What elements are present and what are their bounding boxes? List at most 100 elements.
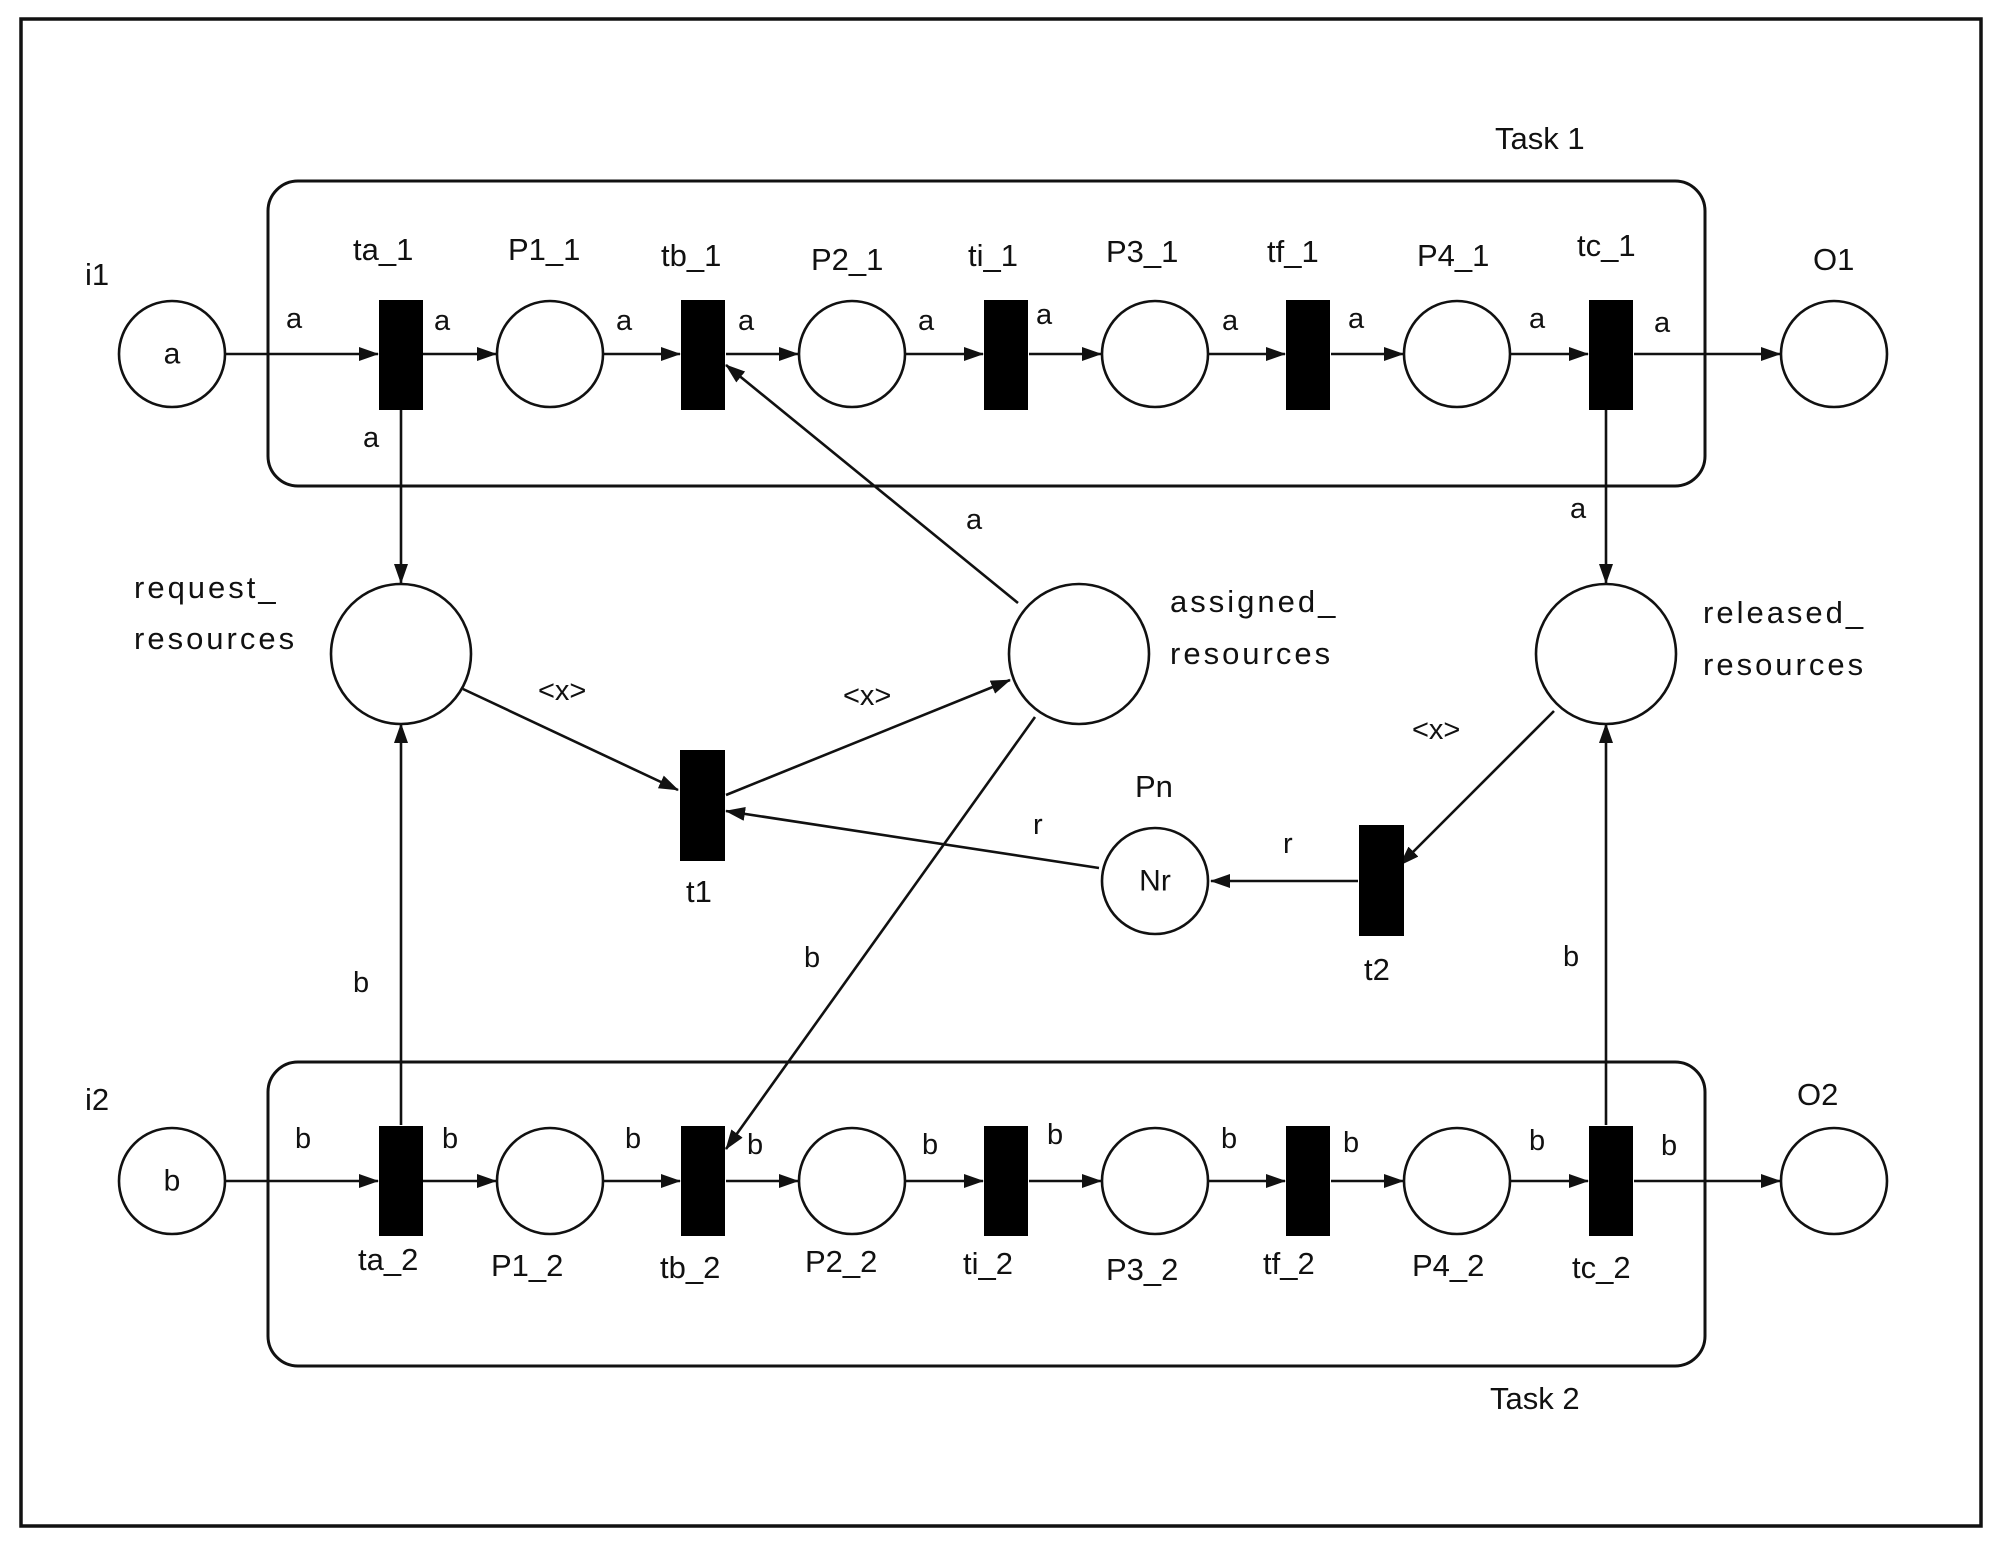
arc-t1-assigned (725, 678, 1011, 797)
arc-request-t1 (462, 687, 679, 792)
task2-box (266, 1060, 1707, 1368)
place-p3-2 (1100, 1126, 1210, 1236)
transitions (379, 300, 1633, 1236)
arclabel-x: <x> (843, 680, 891, 712)
arclabel-a: a (434, 305, 451, 337)
arc-labels: a a a a a a a a a a a a a b b b b b b b … (286, 299, 1677, 1162)
label-t2: t2 (1364, 952, 1390, 987)
place-p1-2 (495, 1126, 605, 1236)
label-tb1: tb_1 (661, 238, 721, 273)
label-tf1: tf_1 (1267, 234, 1319, 269)
label-tf2: tf_2 (1263, 1246, 1315, 1281)
arclabel-b: b (922, 1129, 938, 1161)
arclabel-b: b (1661, 1130, 1677, 1162)
transition-t2 (1359, 825, 1404, 936)
arclabel-a: a (966, 504, 983, 536)
label-o1: O1 (1813, 242, 1854, 277)
token-i1: a (164, 338, 181, 371)
token-i2: b (164, 1165, 181, 1198)
arclabel-a: a (1570, 493, 1587, 525)
arc-assigned-tb2 (724, 716, 1037, 1150)
place-p2-2 (797, 1126, 907, 1236)
label-released-line1: released_ (1703, 595, 1866, 630)
arclabel-b: b (625, 1123, 641, 1155)
arclabel-b: b (295, 1123, 311, 1155)
place-o2 (1779, 1126, 1889, 1236)
arclabel-a: a (1036, 299, 1053, 331)
label-ti1: ti_1 (968, 238, 1018, 273)
label-pn: Pn (1135, 769, 1173, 804)
transition-tb2 (681, 1126, 725, 1236)
place-assigned-resources (1007, 582, 1151, 726)
arclabel-x: <x> (1412, 714, 1460, 746)
arclabel-a: a (616, 305, 633, 337)
transition-labels: ta_1 tb_1 ti_1 tf_1 tc_1 ta_2 tb_2 ti_2 … (353, 228, 1636, 1285)
arc-pn-t1 (725, 806, 1100, 870)
arclabel-b: b (1529, 1125, 1545, 1157)
arclabel-b: b (1221, 1123, 1237, 1155)
places (117, 299, 1889, 1236)
arclabel-a: a (738, 305, 755, 337)
label-request-line1: request_ (134, 570, 279, 605)
arclabel-a: a (286, 303, 303, 335)
transition-tc2 (1589, 1126, 1633, 1236)
label-i2: i2 (85, 1082, 109, 1117)
label-assigned-line2: resources (1170, 636, 1333, 671)
outer-frame (19, 17, 1983, 1528)
task1-box (266, 179, 1707, 488)
arclabel-a: a (1222, 305, 1239, 337)
place-i2 (117, 1126, 227, 1236)
label-request-line2: resources (134, 621, 297, 656)
arclabel-a: a (1529, 303, 1546, 335)
arclabel-b: b (747, 1129, 763, 1161)
label-p1-2: P1_2 (491, 1248, 563, 1283)
place-p1-1 (495, 299, 605, 409)
arclabel-b: b (442, 1123, 458, 1155)
transition-tf2 (1286, 1126, 1330, 1236)
transition-t1 (680, 750, 725, 861)
arc-released-t2 (1399, 710, 1555, 866)
label-p4-2: P4_2 (1412, 1248, 1484, 1283)
label-p1-1: P1_1 (508, 232, 580, 267)
place-released-resources (1534, 582, 1678, 726)
arclabel-b: b (1563, 941, 1579, 973)
arclabel-a: a (363, 422, 380, 454)
arc-assigned-tb1 (725, 363, 1019, 605)
label-p2-2: P2_2 (805, 1244, 877, 1279)
transition-ta1 (379, 300, 423, 410)
place-p4-2 (1402, 1126, 1512, 1236)
label-p4-1: P4_1 (1417, 238, 1489, 273)
arclabel-b: b (353, 967, 369, 999)
label-p2-1: P2_1 (811, 242, 883, 277)
place-o1 (1779, 299, 1889, 409)
label-ta2: ta_2 (358, 1242, 418, 1277)
transition-tf1 (1286, 300, 1330, 410)
arclabel-a: a (1348, 303, 1365, 335)
label-tc1: tc_1 (1577, 228, 1636, 263)
place-p4-1 (1402, 299, 1512, 409)
label-released-line2: resources (1703, 647, 1866, 682)
label-t1: t1 (686, 874, 712, 909)
label-tb2: tb_2 (660, 1250, 720, 1285)
arclabel-x: <x> (538, 675, 586, 707)
transition-ta2 (379, 1126, 423, 1236)
label-o2: O2 (1797, 1077, 1838, 1112)
transition-ti1 (984, 300, 1028, 410)
task2-label: Task 2 (1490, 1381, 1580, 1416)
label-assigned-line1: assigned_ (1170, 584, 1338, 619)
arclabel-b: b (1343, 1127, 1359, 1159)
label-ti2: ti_2 (963, 1246, 1013, 1281)
place-p2-1 (797, 299, 907, 409)
label-p3-1: P3_1 (1106, 234, 1178, 269)
label-p3-2: P3_2 (1106, 1252, 1178, 1287)
resource-arcs (394, 363, 1613, 1150)
arclabel-b: b (804, 942, 820, 974)
place-pn (1100, 826, 1210, 936)
transition-tb1 (681, 300, 725, 410)
transition-tc1 (1589, 300, 1633, 410)
place-i1 (117, 299, 227, 409)
label-tc2: tc_2 (1572, 1250, 1631, 1285)
label-i1: i1 (85, 257, 109, 292)
task1-label: Task 1 (1495, 121, 1585, 156)
